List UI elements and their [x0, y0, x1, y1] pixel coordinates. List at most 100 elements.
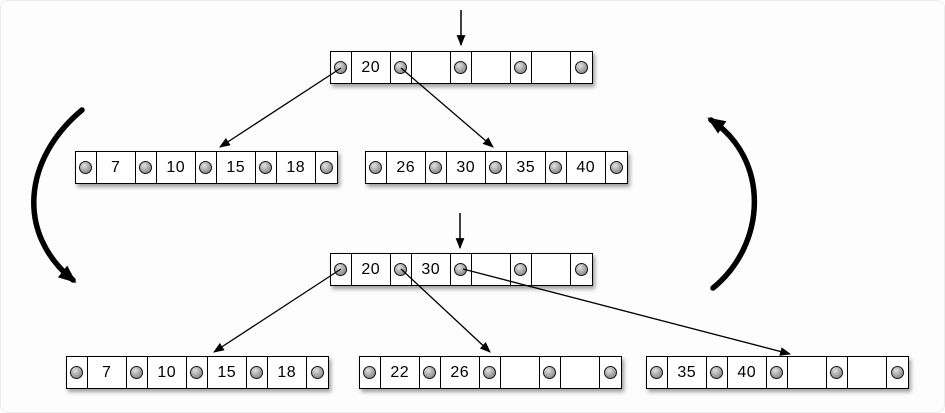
pointer-cell — [571, 52, 592, 83]
pointer-dot-icon — [549, 161, 563, 174]
pointer-dot-icon — [429, 161, 443, 174]
pointer-dot-icon — [650, 366, 664, 379]
key-value: 18 — [277, 363, 297, 381]
key-cell: 18 — [267, 357, 307, 388]
pointer-cell — [360, 357, 381, 388]
pointer-dot-icon — [543, 366, 557, 379]
pointer-dot-icon — [259, 161, 273, 174]
pointer-dot-icon — [70, 366, 84, 379]
pointer-cell — [331, 254, 352, 285]
key-value: 7 — [111, 158, 121, 176]
key-value: 7 — [102, 363, 112, 381]
pointer-cell — [76, 152, 97, 183]
key-cell: 15 — [216, 152, 256, 183]
pointer-dot-icon — [139, 161, 153, 174]
pointer-dot-icon — [310, 366, 324, 379]
pointer-cell — [426, 152, 447, 183]
key-value: 15 — [226, 158, 246, 176]
pointer-dot-icon — [514, 263, 528, 276]
key-value: 20 — [361, 260, 381, 278]
pointer-dot-icon — [423, 366, 437, 379]
key-cell — [411, 52, 451, 83]
key-value: 22 — [390, 363, 410, 381]
pointer-cell — [767, 357, 788, 388]
pointer-dot-icon — [483, 366, 497, 379]
pointer-dot-icon — [770, 366, 784, 379]
key-cell — [531, 52, 571, 83]
pointer-cell — [540, 357, 561, 388]
cycle-arrow-left-icon — [31, 107, 85, 283]
pointer-dot-icon — [830, 366, 844, 379]
key-cell: 26 — [440, 357, 480, 388]
key-value: 40 — [576, 158, 596, 176]
key-cell: 26 — [386, 152, 426, 183]
key-cell — [787, 357, 827, 388]
key-cell: 30 — [411, 254, 451, 285]
pointer-cell — [391, 52, 412, 83]
pointer-dot-icon — [130, 366, 144, 379]
pointer-cell — [511, 52, 532, 83]
pointer-dot-icon — [79, 161, 93, 174]
pointer-cell — [127, 357, 148, 388]
key-cell: 35 — [506, 152, 546, 183]
pointer-cell — [420, 357, 441, 388]
pointer-cell — [247, 357, 268, 388]
pointer-dot-icon — [574, 263, 588, 276]
node-after-child-1: 22 26 — [359, 356, 622, 389]
key-value: 35 — [516, 158, 536, 176]
pointer-cell — [366, 152, 387, 183]
key-value: 26 — [450, 363, 470, 381]
pointer-dot-icon — [454, 263, 468, 276]
pointer-cell — [196, 152, 217, 183]
key-cell: 20 — [351, 254, 391, 285]
pointer-cell — [647, 357, 668, 388]
pointer-dot-icon — [369, 161, 383, 174]
pointer-dot-icon — [394, 263, 408, 276]
pointer-cell — [486, 152, 507, 183]
link-after-root-to-child-0 — [213, 268, 342, 353]
key-cell: 18 — [276, 152, 316, 183]
pointer-cell — [606, 152, 627, 183]
key-value: 20 — [361, 58, 381, 76]
key-cell: 30 — [446, 152, 486, 183]
key-cell — [531, 254, 571, 285]
pointer-cell — [887, 357, 908, 388]
key-value: 15 — [217, 363, 237, 381]
key-cell — [847, 357, 887, 388]
key-value: 26 — [396, 158, 416, 176]
key-cell — [471, 254, 511, 285]
key-cell: 7 — [87, 357, 127, 388]
pointer-cell — [67, 357, 88, 388]
pointer-dot-icon — [454, 61, 468, 74]
pointer-dot-icon — [190, 366, 204, 379]
pointer-cell — [256, 152, 277, 183]
node-before-child-1: 26 30 35 40 — [365, 151, 628, 184]
key-cell: 7 — [96, 152, 136, 183]
pointer-cell — [187, 357, 208, 388]
node-after-child-0: 7 10 15 18 — [66, 356, 329, 389]
key-value: 10 — [157, 363, 177, 381]
key-value: 30 — [456, 158, 476, 176]
key-cell: 40 — [566, 152, 606, 183]
pointer-dot-icon — [574, 61, 588, 74]
pointer-cell — [546, 152, 567, 183]
pointer-dot-icon — [363, 366, 377, 379]
key-cell: 22 — [380, 357, 420, 388]
pointer-cell — [600, 357, 621, 388]
pointer-cell — [451, 254, 472, 285]
key-cell: 40 — [727, 357, 767, 388]
pointer-dot-icon — [710, 366, 724, 379]
key-cell: 35 — [667, 357, 707, 388]
pointer-cell — [511, 254, 532, 285]
key-cell: 10 — [147, 357, 187, 388]
pointer-cell — [391, 254, 412, 285]
pointer-dot-icon — [250, 366, 264, 379]
pointer-dot-icon — [319, 161, 333, 174]
pointer-cell — [136, 152, 157, 183]
key-value: 30 — [421, 260, 441, 278]
key-value: 35 — [677, 363, 697, 381]
key-value: 40 — [737, 363, 757, 381]
pointer-cell — [331, 52, 352, 83]
key-cell: 10 — [156, 152, 196, 183]
pointer-cell — [827, 357, 848, 388]
